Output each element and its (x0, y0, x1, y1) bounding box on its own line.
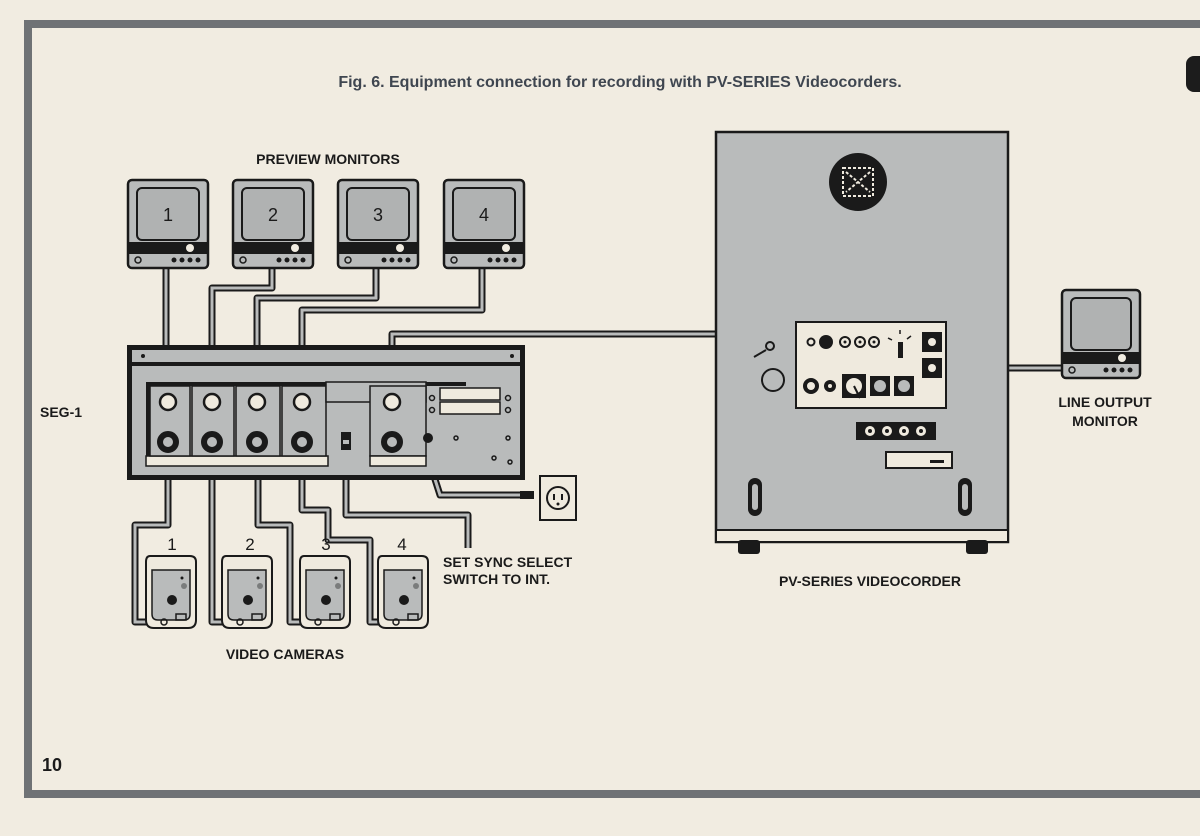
sync-note-line-1: SET SYNC SELECT (443, 554, 573, 570)
line-output-label-line-2: MONITOR (1072, 413, 1138, 429)
sync-note: SET SYNC SELECT SWITCH TO INT. (443, 554, 593, 588)
video-cameras: 1 2 3 4 (145, 535, 429, 629)
page-frame-left (24, 20, 32, 798)
video-camera-1 (145, 555, 197, 629)
camera-number-4: 4 (397, 535, 406, 554)
preview-monitor-3: 3 (336, 178, 420, 270)
preview-monitor-4: 4 (442, 178, 526, 270)
wall-outlet (520, 475, 577, 521)
line-output-label-line-1: LINE OUTPUT (1058, 394, 1152, 410)
preview-monitors: 1 2 3 (126, 178, 526, 270)
page-frame-bottom (24, 790, 1200, 798)
video-camera-3 (299, 555, 351, 629)
seg-1-unit (127, 345, 525, 480)
preview-monitor-2: 2 (231, 178, 315, 270)
page-edge-tab (1186, 56, 1200, 92)
video-camera-4 (377, 555, 429, 629)
pv-series-videocorder (714, 130, 1010, 554)
figure-title: Fig. 6. Equipment connection for recordi… (338, 74, 902, 91)
monitor-number-4: 4 (479, 205, 489, 225)
sync-note-line-2: SWITCH TO INT. (443, 571, 551, 587)
line-output-monitor (1060, 288, 1142, 380)
monitor-number-2: 2 (268, 205, 278, 225)
page-frame-top (24, 20, 1200, 28)
page-number: 10 (42, 755, 63, 775)
preview-monitors-label: PREVIEW MONITORS (256, 151, 400, 167)
video-camera-2 (221, 555, 273, 629)
seg-1-label: SEG-1 (40, 404, 83, 420)
line-output-monitor-label: LINE OUTPUT MONITOR (1040, 393, 1170, 431)
camera-number-3: 3 (321, 535, 330, 554)
camera-number-1: 1 (167, 535, 176, 554)
video-cameras-label: VIDEO CAMERAS (225, 646, 345, 662)
key-icon (753, 341, 775, 358)
monitor-number-1: 1 (163, 205, 173, 225)
videocorder-label: PV-SERIES VIDEOCORDER (778, 573, 962, 589)
camera-number-2: 2 (245, 535, 254, 554)
monitor-number-3: 3 (373, 205, 383, 225)
preview-monitor-1: 1 (126, 178, 210, 270)
